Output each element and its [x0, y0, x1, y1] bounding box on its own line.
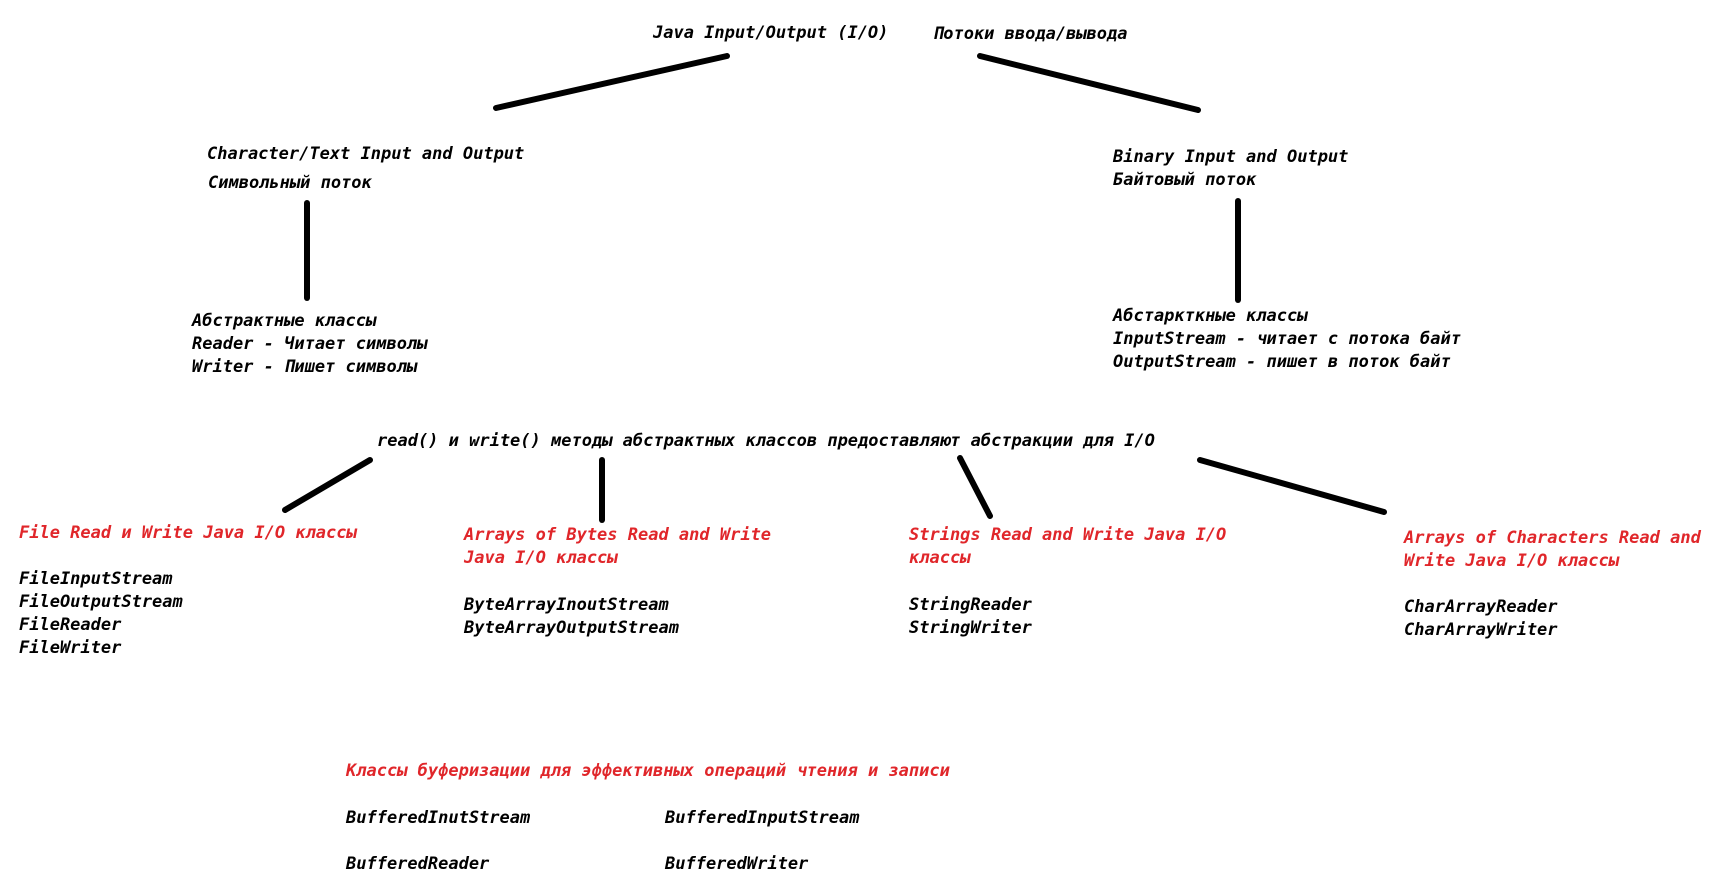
connector-root-to-binary — [977, 53, 1201, 113]
chars-group-heading: Arrays of Characters Read and — [1404, 528, 1701, 548]
chars-group-item: CharArrayWriter — [1404, 620, 1558, 640]
file-group-item: FileInputStream — [19, 569, 173, 589]
character-stream-title-ru: Символьный поток — [208, 173, 372, 193]
strings-group-heading: Strings Read and Write Java I/O — [909, 525, 1227, 545]
char-abstract-heading: Абстрактные классы — [192, 311, 377, 331]
strings-group-item: StringWriter — [909, 618, 1032, 638]
file-group-heading: File Read и Write Java I/O классы — [19, 523, 357, 543]
bytes-group-heading-line2: Java I/O классы — [464, 548, 618, 568]
char-abstract-writer: Writer - Пишет символы — [192, 357, 418, 377]
byte-abstract-outputstream: OutputStream - пишет в поток байт — [1113, 352, 1451, 372]
file-group-item: FileOutputStream — [19, 592, 183, 612]
buffered-item: BufferedInutStream — [346, 808, 531, 828]
methods-description: read() и write() методы абстрактных клас… — [377, 431, 1155, 451]
binary-stream-title-ru: Байтовый поток — [1113, 170, 1257, 190]
bytes-group-item: ByteArrayInoutStream — [464, 595, 669, 615]
chars-group-item: CharArrayReader — [1404, 597, 1558, 617]
connector-methods-to-chars — [1197, 457, 1387, 515]
buffered-item: BufferedReader — [346, 854, 490, 874]
strings-group-heading-line2: классы — [909, 548, 971, 568]
root-title-ru: Потоки ввода/вывода — [933, 24, 1128, 44]
connector-methods-to-file — [282, 457, 373, 513]
connector-root-to-character — [493, 53, 730, 111]
file-group-item: FileReader — [19, 615, 122, 635]
file-group-item: FileWriter — [19, 638, 122, 658]
bytes-group-item: ByteArrayOutputStream — [464, 618, 679, 638]
chars-group-heading-line2: Write Java I/O классы — [1404, 551, 1619, 571]
connector-methods-to-strings — [957, 455, 993, 519]
strings-group-item: StringReader — [909, 595, 1032, 615]
binary-stream-title: Binary Input and Output — [1113, 147, 1349, 167]
char-abstract-reader: Reader - Читает символы — [192, 334, 428, 354]
buffered-item: BufferedWriter — [665, 854, 809, 874]
buffered-heading: Классы буферизации для эффективных опера… — [346, 761, 950, 781]
byte-abstract-inputstream: InputStream - читает с потока байт — [1113, 329, 1461, 349]
bytes-group-heading: Arrays of Bytes Read and Write — [464, 525, 772, 545]
character-stream-title: Character/Text Input and Output — [207, 144, 525, 164]
byte-abstract-heading: Абстаркткные классы — [1113, 306, 1308, 326]
root-title: Java Input/Output (I/O) — [653, 23, 889, 43]
buffered-item: BufferedInputStream — [665, 808, 860, 828]
